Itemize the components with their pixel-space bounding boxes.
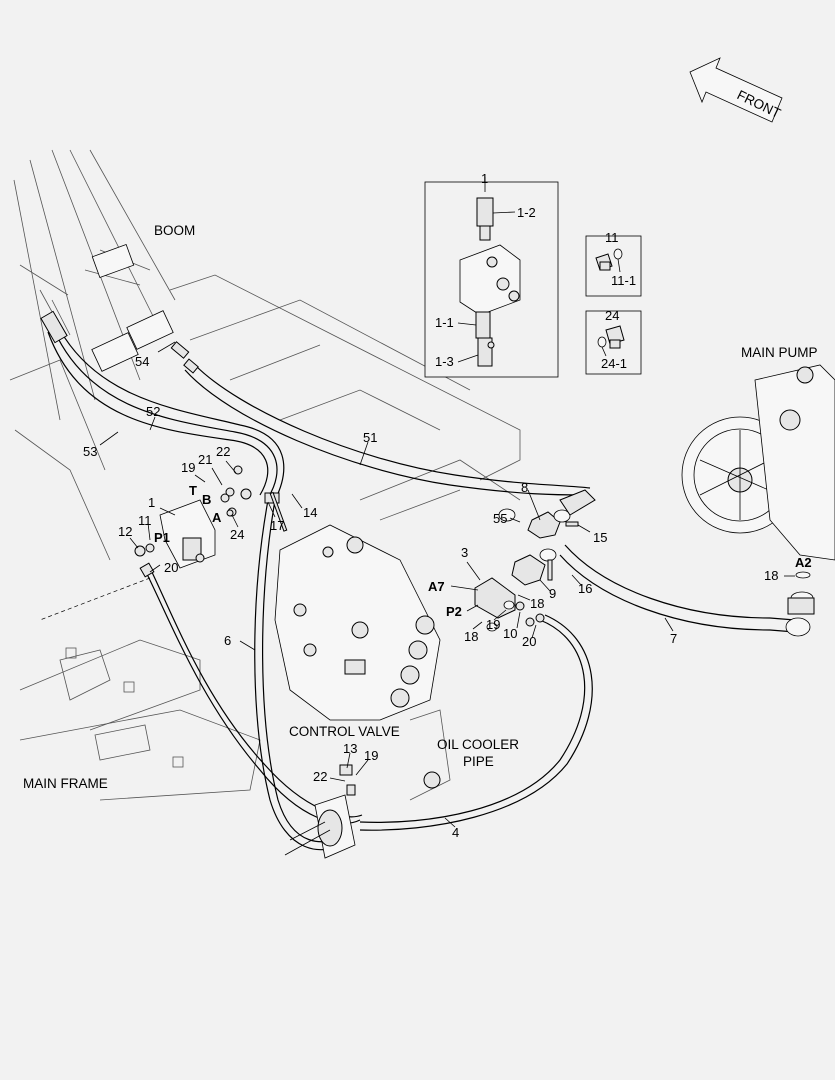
callout-1-1: 1-1	[435, 315, 454, 330]
callout-22-b: 22	[313, 769, 327, 784]
callout-19-b: 19	[486, 617, 500, 632]
detail-box-item-11	[585, 235, 642, 297]
leader-lines	[99, 341, 795, 828]
callout-18-a: 18	[530, 596, 544, 611]
callout-11-1: 11-1	[611, 273, 636, 288]
callout-11-main: 11	[138, 513, 152, 528]
callout-14: 14	[303, 505, 317, 520]
callout-53: 53	[83, 444, 97, 459]
main-pump-label: MAIN PUMP	[741, 345, 818, 360]
callout-24-1: 24-1	[601, 356, 627, 371]
callout-51: 51	[363, 430, 377, 445]
port-a-label: A	[212, 510, 222, 525]
callout-19-c: 19	[364, 748, 378, 763]
callout-24-main: 24	[230, 527, 244, 542]
callout-20-a: 20	[164, 560, 178, 575]
detail-box-item-24	[585, 310, 642, 375]
oil-cooler-pipe-label-line2: PIPE	[463, 754, 494, 769]
callout-52: 52	[146, 404, 160, 419]
callout-15: 15	[593, 530, 607, 545]
region-labels: BOOM MAIN PUMP CONTROL VALVE OIL COOLER …	[23, 223, 818, 791]
callout-17: 17	[270, 518, 284, 533]
callout-20-b: 20	[522, 634, 536, 649]
callout-1-main: 1	[148, 495, 155, 510]
callout-16: 16	[578, 581, 592, 596]
callout-11-box: 11	[605, 230, 619, 245]
port-p2-label: P2	[446, 604, 462, 619]
boom-structure	[13, 149, 176, 421]
port-a7-label: A7	[428, 579, 445, 594]
callout-6: 6	[224, 633, 231, 648]
front-arrow: FRONT	[689, 57, 783, 123]
callout-19-a: 19	[181, 460, 195, 475]
port-p1-label: P1	[154, 530, 170, 545]
callout-1-box: 1	[481, 171, 488, 186]
control-valve-body	[274, 524, 441, 721]
hose-end-fittings	[40, 310, 356, 796]
detail-box-item-1	[424, 177, 559, 378]
main-frame-label: MAIN FRAME	[23, 776, 108, 791]
callout-1-2: 1-2	[517, 205, 536, 220]
callout-10: 10	[503, 626, 517, 641]
main-frame-structure	[9, 274, 521, 801]
callout-55: 55	[493, 511, 507, 526]
callout-13: 13	[343, 741, 357, 756]
port-a2-label: A2	[795, 555, 812, 570]
callout-numbers: 1 1-2 1-1 1-3 11 11-1 24 24-1 54 52 53 5…	[83, 171, 778, 840]
callout-18-b: 18	[464, 629, 478, 644]
main-pump	[681, 364, 835, 561]
callout-54: 54	[135, 354, 149, 369]
callout-22-a: 22	[216, 444, 230, 459]
oil-cooler-pipe-label-line1: OIL COOLER	[437, 737, 519, 752]
boom-label: BOOM	[154, 223, 195, 238]
callout-12: 12	[118, 524, 132, 539]
oil-cooler-pipe-block	[284, 771, 441, 859]
port-t-label: T	[189, 483, 197, 498]
selector-valve-assembly	[134, 465, 252, 569]
callout-7: 7	[670, 631, 677, 646]
callout-9: 9	[549, 586, 556, 601]
callout-1-3: 1-3	[435, 354, 454, 369]
callout-4: 4	[452, 825, 459, 840]
dashed-guide	[39, 577, 151, 621]
callout-21: 21	[198, 452, 212, 467]
callout-24-box: 24	[605, 308, 619, 323]
control-valve-label: CONTROL VALVE	[289, 724, 400, 739]
port-b-label: B	[202, 492, 211, 507]
port-labels: T B A P1 A7 P2 A2	[154, 483, 812, 619]
callout-3: 3	[461, 545, 468, 560]
callout-18-pump: 18	[764, 568, 778, 583]
pump-fitting-a2	[785, 571, 815, 637]
flange-fittings	[474, 489, 596, 632]
callout-8: 8	[521, 480, 528, 495]
